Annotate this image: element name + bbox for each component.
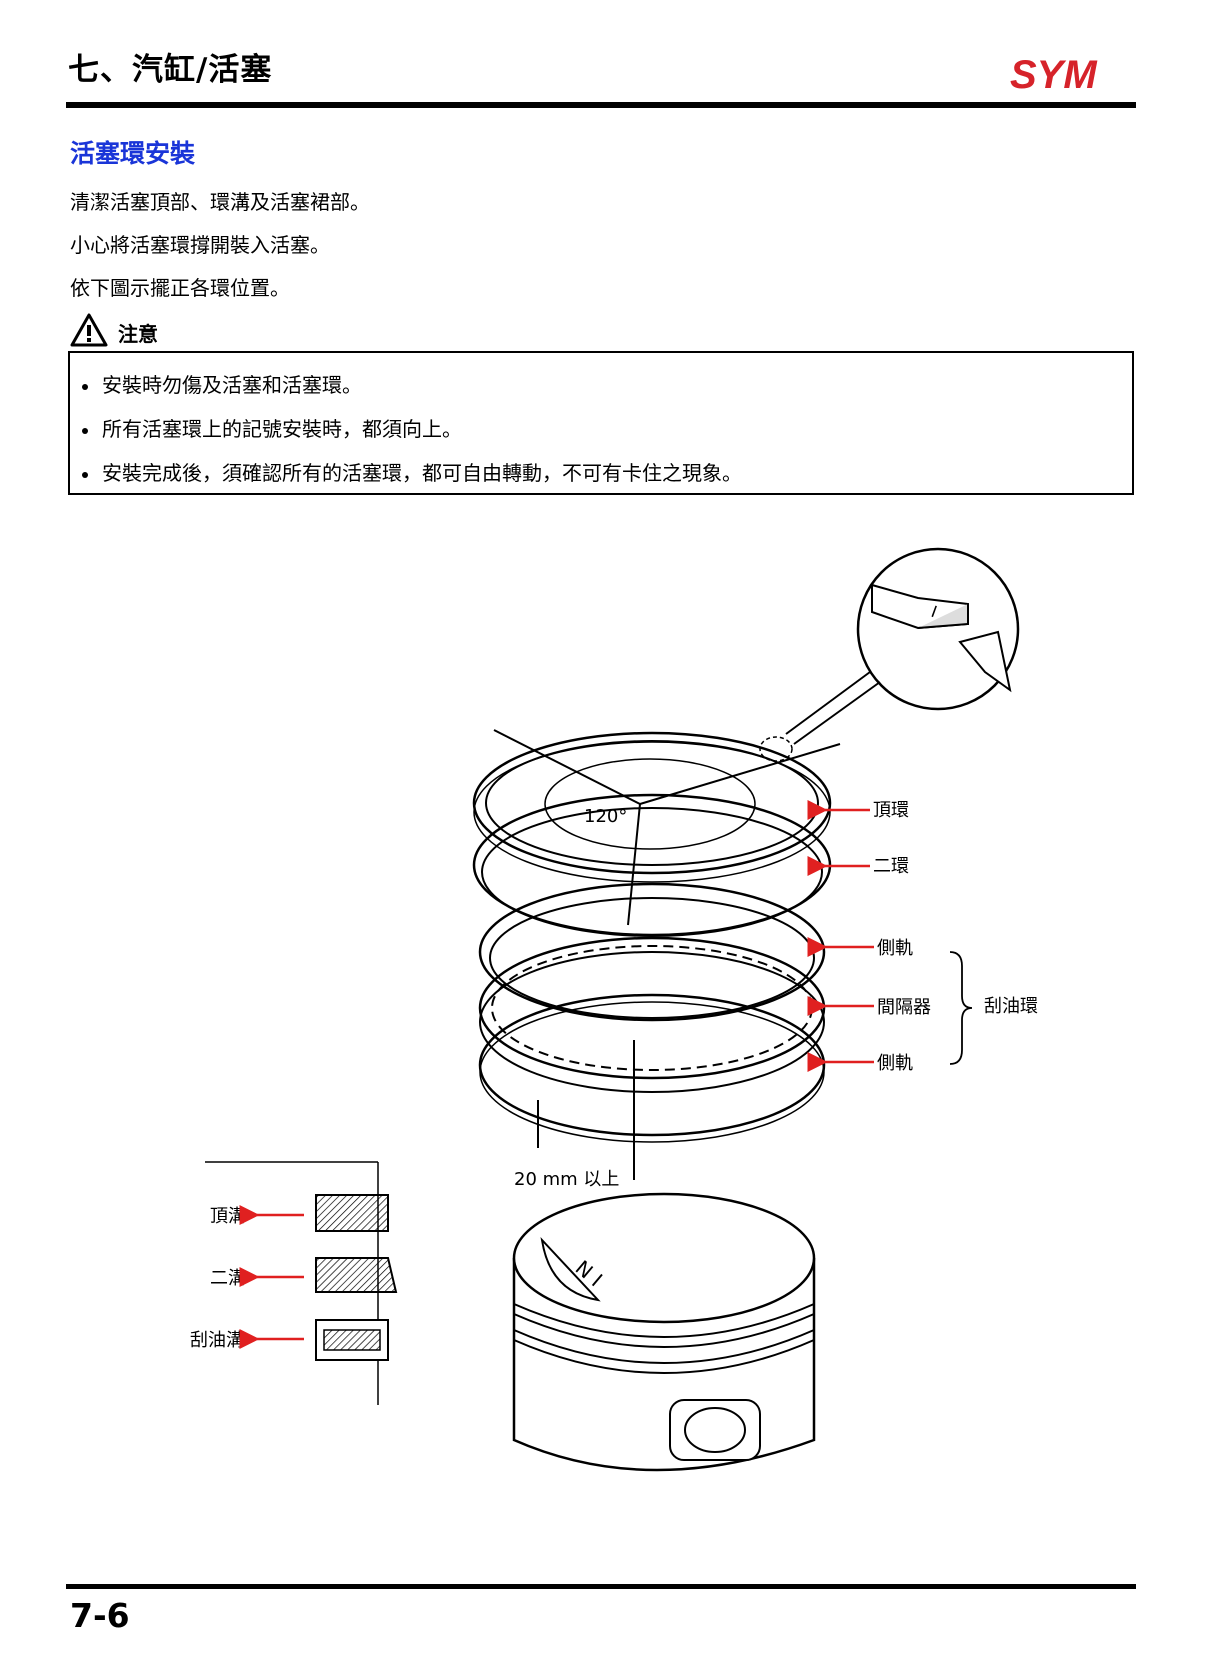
ring-mark-label: I — [929, 602, 940, 621]
section-heading: 活塞環安裝 — [70, 139, 196, 168]
ring-label-spacer: 間隔器 — [877, 997, 931, 1018]
groove-label-top: 頂溝 — [210, 1206, 246, 1227]
gap-label: 20 mm 以上 — [514, 1169, 619, 1190]
bullet-icon — [82, 383, 88, 390]
caution-label: 注意 — [118, 322, 158, 346]
ring-label-side-rail-1: 側軌 — [877, 938, 913, 959]
step-text: 清潔活塞頂部、環溝及活塞裙部。 — [70, 190, 370, 214]
piston: N I — [512, 1192, 816, 1472]
page-number: 7-6 — [70, 1596, 130, 1635]
oil-ring-label: 刮油環 — [984, 996, 1038, 1017]
ring-mark-detail: I — [759, 547, 1020, 762]
caution-box — [68, 351, 1134, 495]
logo-text: SYM — [1010, 53, 1098, 97]
groove-cross-section: 頂溝 二溝 刮油溝 — [190, 1161, 398, 1405]
caution-item-text: 安裝完成後，須確認所有的活塞環，都可自由轉動，不可有卡住之現象。 — [102, 461, 742, 485]
ring-label-top: 頂環 — [873, 800, 909, 821]
bullet-icon — [82, 427, 88, 434]
sym-logo: SYM — [1010, 53, 1098, 97]
caution-item-text: 所有活塞環上的記號安裝時，都須向上。 — [102, 417, 462, 441]
warning-triangle-icon — [70, 313, 108, 347]
caution-item: 安裝時勿傷及活塞和活塞環。 — [82, 369, 362, 398]
chapter-title: 七、汽缸/活塞 — [68, 52, 273, 88]
step-text: 小心將活塞環撐開裝入活塞。 — [70, 233, 330, 257]
angle-indicator: 120° — [493, 729, 841, 926]
groove-label-oil: 刮油溝 — [190, 1330, 244, 1351]
footer-rule — [66, 1584, 1136, 1589]
header-rule — [66, 102, 1136, 108]
caution-item-text: 安裝時勿傷及活塞和活塞環。 — [102, 373, 362, 397]
bullet-icon — [82, 471, 88, 478]
ring-label-second: 二環 — [873, 856, 909, 877]
step-text: 依下圖示擺正各環位置。 — [70, 276, 290, 300]
caution-item: 安裝完成後，須確認所有的活塞環，都可自由轉動，不可有卡住之現象。 — [82, 457, 742, 486]
ring-label-side-rail-2: 側軌 — [877, 1053, 913, 1074]
ring-labels: 頂環 二環 側軌 間隔器 側軌 刮油環 — [807, 800, 1038, 1074]
groove-label-second: 二溝 — [210, 1268, 246, 1289]
caution-item: 所有活塞環上的記號安裝時，都須向上。 — [82, 413, 462, 442]
